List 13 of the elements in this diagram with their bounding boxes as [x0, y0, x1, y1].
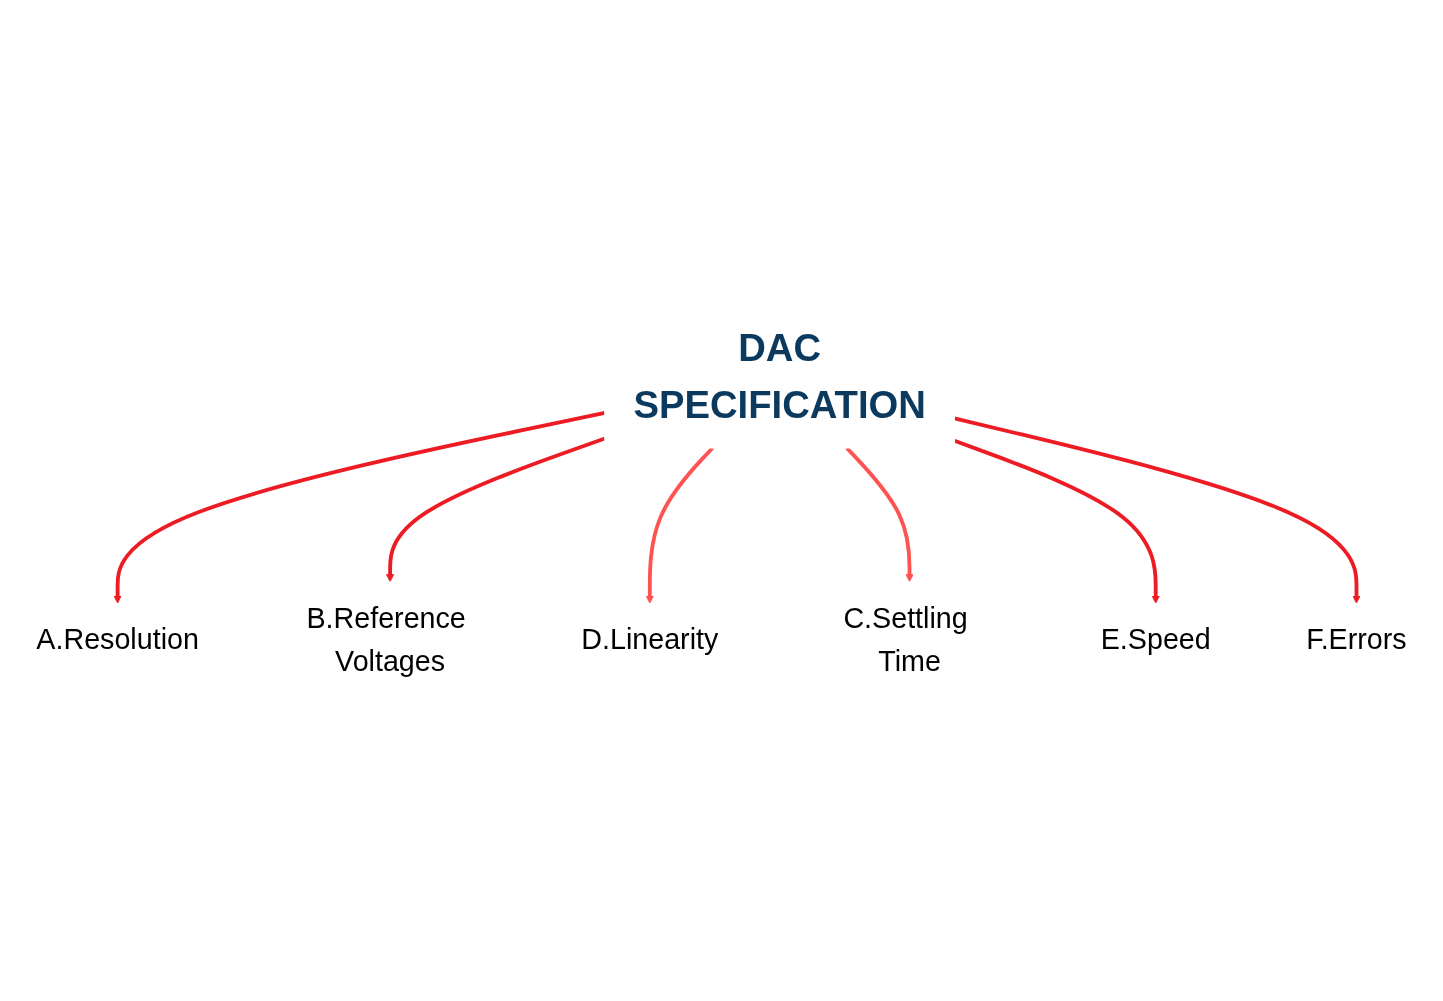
node-text: DAC SPECIFICATION — [633, 326, 926, 426]
arrow — [645, 446, 714, 604]
node-text: F.Errors — [1306, 623, 1407, 655]
node-text: B.Reference Voltages — [306, 601, 466, 677]
node-text: C.Settling Time — [843, 601, 968, 677]
arrow — [954, 416, 1361, 604]
arrow — [385, 436, 606, 583]
node-text: D.Linearity — [581, 623, 719, 655]
arrow — [953, 438, 1160, 604]
node-text: E.Speed — [1100, 623, 1211, 655]
node-text: A.Resolution — [36, 623, 199, 655]
arrow — [113, 410, 606, 604]
arrow — [845, 446, 914, 583]
